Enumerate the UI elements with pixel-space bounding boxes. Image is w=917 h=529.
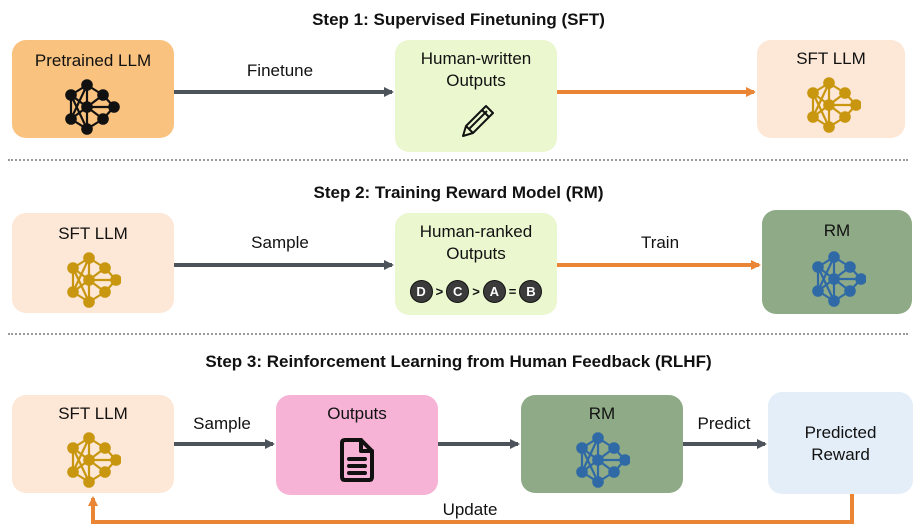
outputs-box: Outputs: [276, 395, 438, 495]
rank-operator: =: [508, 283, 517, 299]
network-node: [592, 432, 604, 444]
network-node: [812, 285, 824, 297]
rank-operator: >: [472, 283, 480, 299]
network-node: [823, 99, 835, 111]
network-node: [83, 296, 95, 308]
update-label: Update: [442, 500, 498, 519]
document-icon: [340, 438, 374, 482]
network-node: [65, 113, 77, 125]
network-node: [807, 87, 819, 99]
network-node: [67, 442, 79, 454]
network-node: [839, 87, 851, 99]
network-node: [83, 274, 95, 286]
step3-title: Step 3: Reinforcement Learning from Huma…: [205, 352, 712, 371]
network-node: [99, 286, 111, 298]
sft-llm-label-1: SFT LLM: [796, 49, 866, 68]
network-node: [608, 466, 620, 478]
network-node: [81, 79, 93, 91]
predicted-reward-label: Predicted Reward: [804, 423, 877, 464]
rm-label-3: RM: [588, 404, 616, 423]
neural-network-icon: [812, 250, 867, 308]
network-node: [576, 466, 588, 478]
pretrained-llm-box: Pretrained LLM: [12, 40, 174, 138]
network-node: [839, 111, 851, 123]
sft-llm-label-3: SFT LLM: [58, 404, 128, 423]
rank-badge-c: C: [446, 279, 470, 303]
rm-box-2: RM: [762, 210, 912, 314]
network-node: [855, 273, 867, 285]
predict-label: Predict: [697, 414, 751, 433]
sft-llm-box-3: SFT LLM: [12, 395, 174, 493]
rank-badge-b: B: [519, 279, 543, 303]
sft-llm-label-2: SFT LLM: [58, 224, 128, 243]
network-node: [828, 251, 840, 263]
network-node: [83, 252, 95, 264]
sft-llm-box-2: SFT LLM: [12, 213, 174, 313]
neural-network-icon: [67, 251, 122, 309]
network-node: [81, 101, 93, 113]
network-node: [99, 442, 111, 454]
network-node: [823, 121, 835, 133]
update-arrow: [88, 494, 854, 524]
divider-2: [8, 333, 908, 335]
network-node: [592, 476, 604, 488]
predicted-reward-box: Predicted Reward: [768, 392, 913, 494]
network-node: [97, 89, 109, 101]
network-node: [67, 262, 79, 274]
pencil-icon: [462, 105, 494, 137]
pretrained-llm-label: Pretrained LLM: [34, 51, 152, 70]
rank-operator: >: [435, 283, 444, 299]
neural-network-icon: [807, 76, 862, 134]
train-label: Train: [640, 233, 680, 252]
network-node: [99, 466, 111, 478]
network-node: [828, 295, 840, 307]
outputs-label: Outputs: [327, 404, 387, 423]
human-ranked-label: Human-ranked Outputs: [419, 222, 533, 263]
network-node: [850, 99, 862, 111]
network-node: [67, 286, 79, 298]
step2-title: Step 2: Training Reward Model (RM): [313, 183, 604, 202]
rank-badge-a: A: [482, 279, 506, 303]
network-node: [83, 476, 95, 488]
network-node: [108, 101, 120, 113]
network-node: [576, 442, 588, 454]
neural-network-icon: [67, 431, 122, 489]
network-node: [807, 111, 819, 123]
neural-network-icon: [576, 431, 631, 489]
step1-title: Step 1: Supervised Finetuning (SFT): [312, 10, 605, 29]
network-node: [619, 454, 631, 466]
sample-label-2: Sample: [251, 233, 309, 252]
network-node: [83, 454, 95, 466]
network-node: [110, 274, 122, 286]
sft-llm-box-1: SFT LLM: [757, 40, 905, 138]
sample-label-3: Sample: [193, 414, 251, 433]
network-node: [83, 432, 95, 444]
rm-label-2: RM: [823, 221, 851, 240]
network-node: [828, 273, 840, 285]
network-node: [844, 261, 856, 273]
rank-badge-d: D: [409, 279, 433, 303]
network-node: [97, 113, 109, 125]
network-node: [67, 466, 79, 478]
neural-network-icon: [60, 78, 124, 136]
network-node: [65, 89, 77, 101]
human-written-label: Human-written Outputs: [420, 49, 532, 90]
divider-1: [8, 159, 908, 161]
network-node: [823, 77, 835, 89]
network-node: [844, 285, 856, 297]
network-node: [812, 261, 824, 273]
network-node: [608, 442, 620, 454]
finetune-label: Finetune: [246, 61, 314, 80]
network-node: [99, 262, 111, 274]
human-written-box: Human-written Outputs: [395, 40, 557, 152]
network-node: [592, 454, 604, 466]
network-node: [110, 454, 122, 466]
ranking-row: D>C>A=B: [395, 279, 557, 303]
rm-box-3: RM: [521, 395, 683, 493]
human-ranked-box: Human-ranked Outputs D>C>A=B: [395, 213, 557, 315]
network-node: [81, 123, 93, 135]
